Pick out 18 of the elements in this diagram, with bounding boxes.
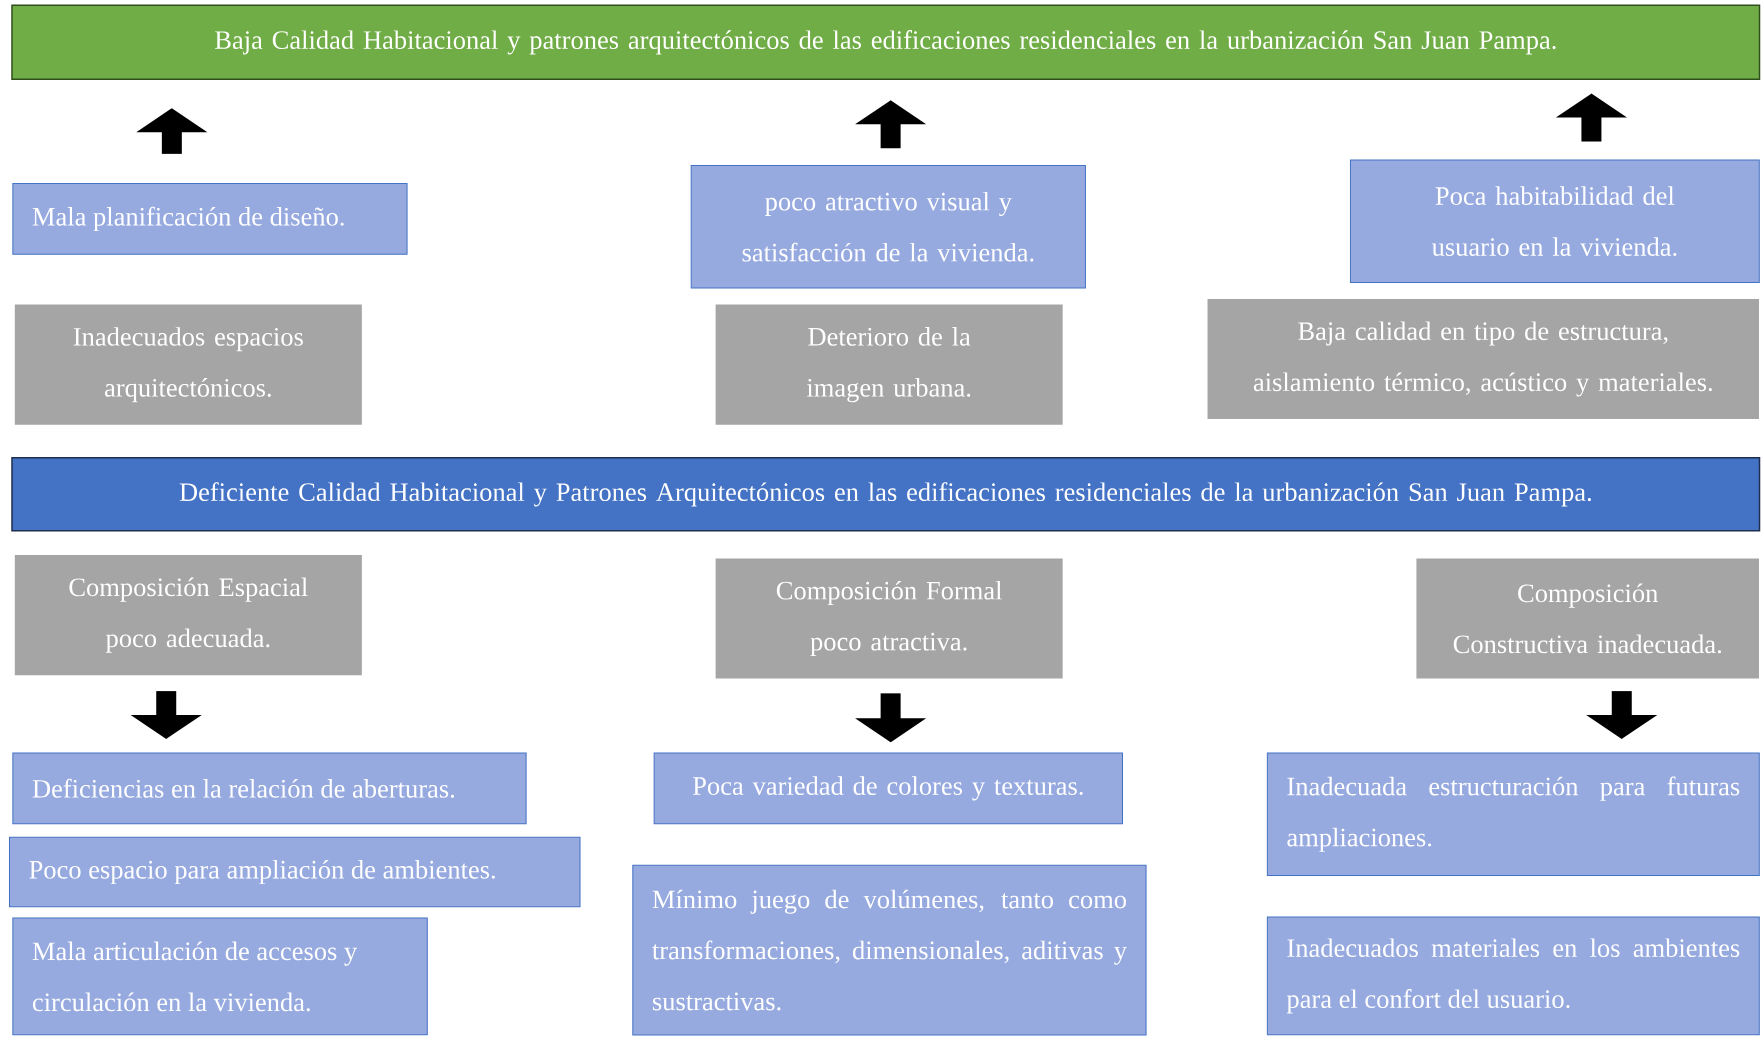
text-box: Inadecuados materiales en los ambientes para el confort del usuario. [1266,916,1760,1036]
text-box: Deficiencias en la relación de aberturas. [12,752,527,825]
header-banner: Baja Calidad Habitacional y patrones arquitectónicos de las edificaciones residenciales en la urbanización San Juan Pampa. [11,4,1761,81]
category-box: Inadecuados espacios arquitectónicos. [14,304,362,425]
text-box: Poca variedad de colores y texturas. [653,752,1123,825]
category-box: Composición Formal poco atractiva. [715,558,1063,679]
problem-banner: Deficiente Calidad Habitacional y Patrones Arquitectónicos en las edificaciones residenciales de la urbanización San Juan Pampa. [11,457,1761,532]
text-box: Poco espacio para ampliación de ambientes. [9,836,581,908]
text-box: Mala articulación de accesos y circulación en la vivienda. [12,917,428,1036]
category-box: Deterioro de la imagen urbana. [715,304,1063,425]
text-box: Mínimo juego de volúmenes, tanto como transformaciones, dimensionales, aditivas y sustractivas. [632,864,1147,1036]
text-box: Poca habitabilidad del usuario en la vivienda. [1349,159,1760,283]
text-box: poco atractivo visual y satisfacción de la vivienda. [690,165,1086,289]
category-box: Composición Constructiva inadecuada. [1416,558,1759,679]
category-box: Baja calidad en tipo de estructura, aislamiento térmico, acústico y materiales. [1207,298,1759,420]
text-box: Inadecuada estructuración para futuras ampliaciones. [1266,752,1760,876]
category-box: Composición Espacial poco adecuada. [14,555,362,676]
text-box: Mala planificación de diseño. [12,183,408,255]
